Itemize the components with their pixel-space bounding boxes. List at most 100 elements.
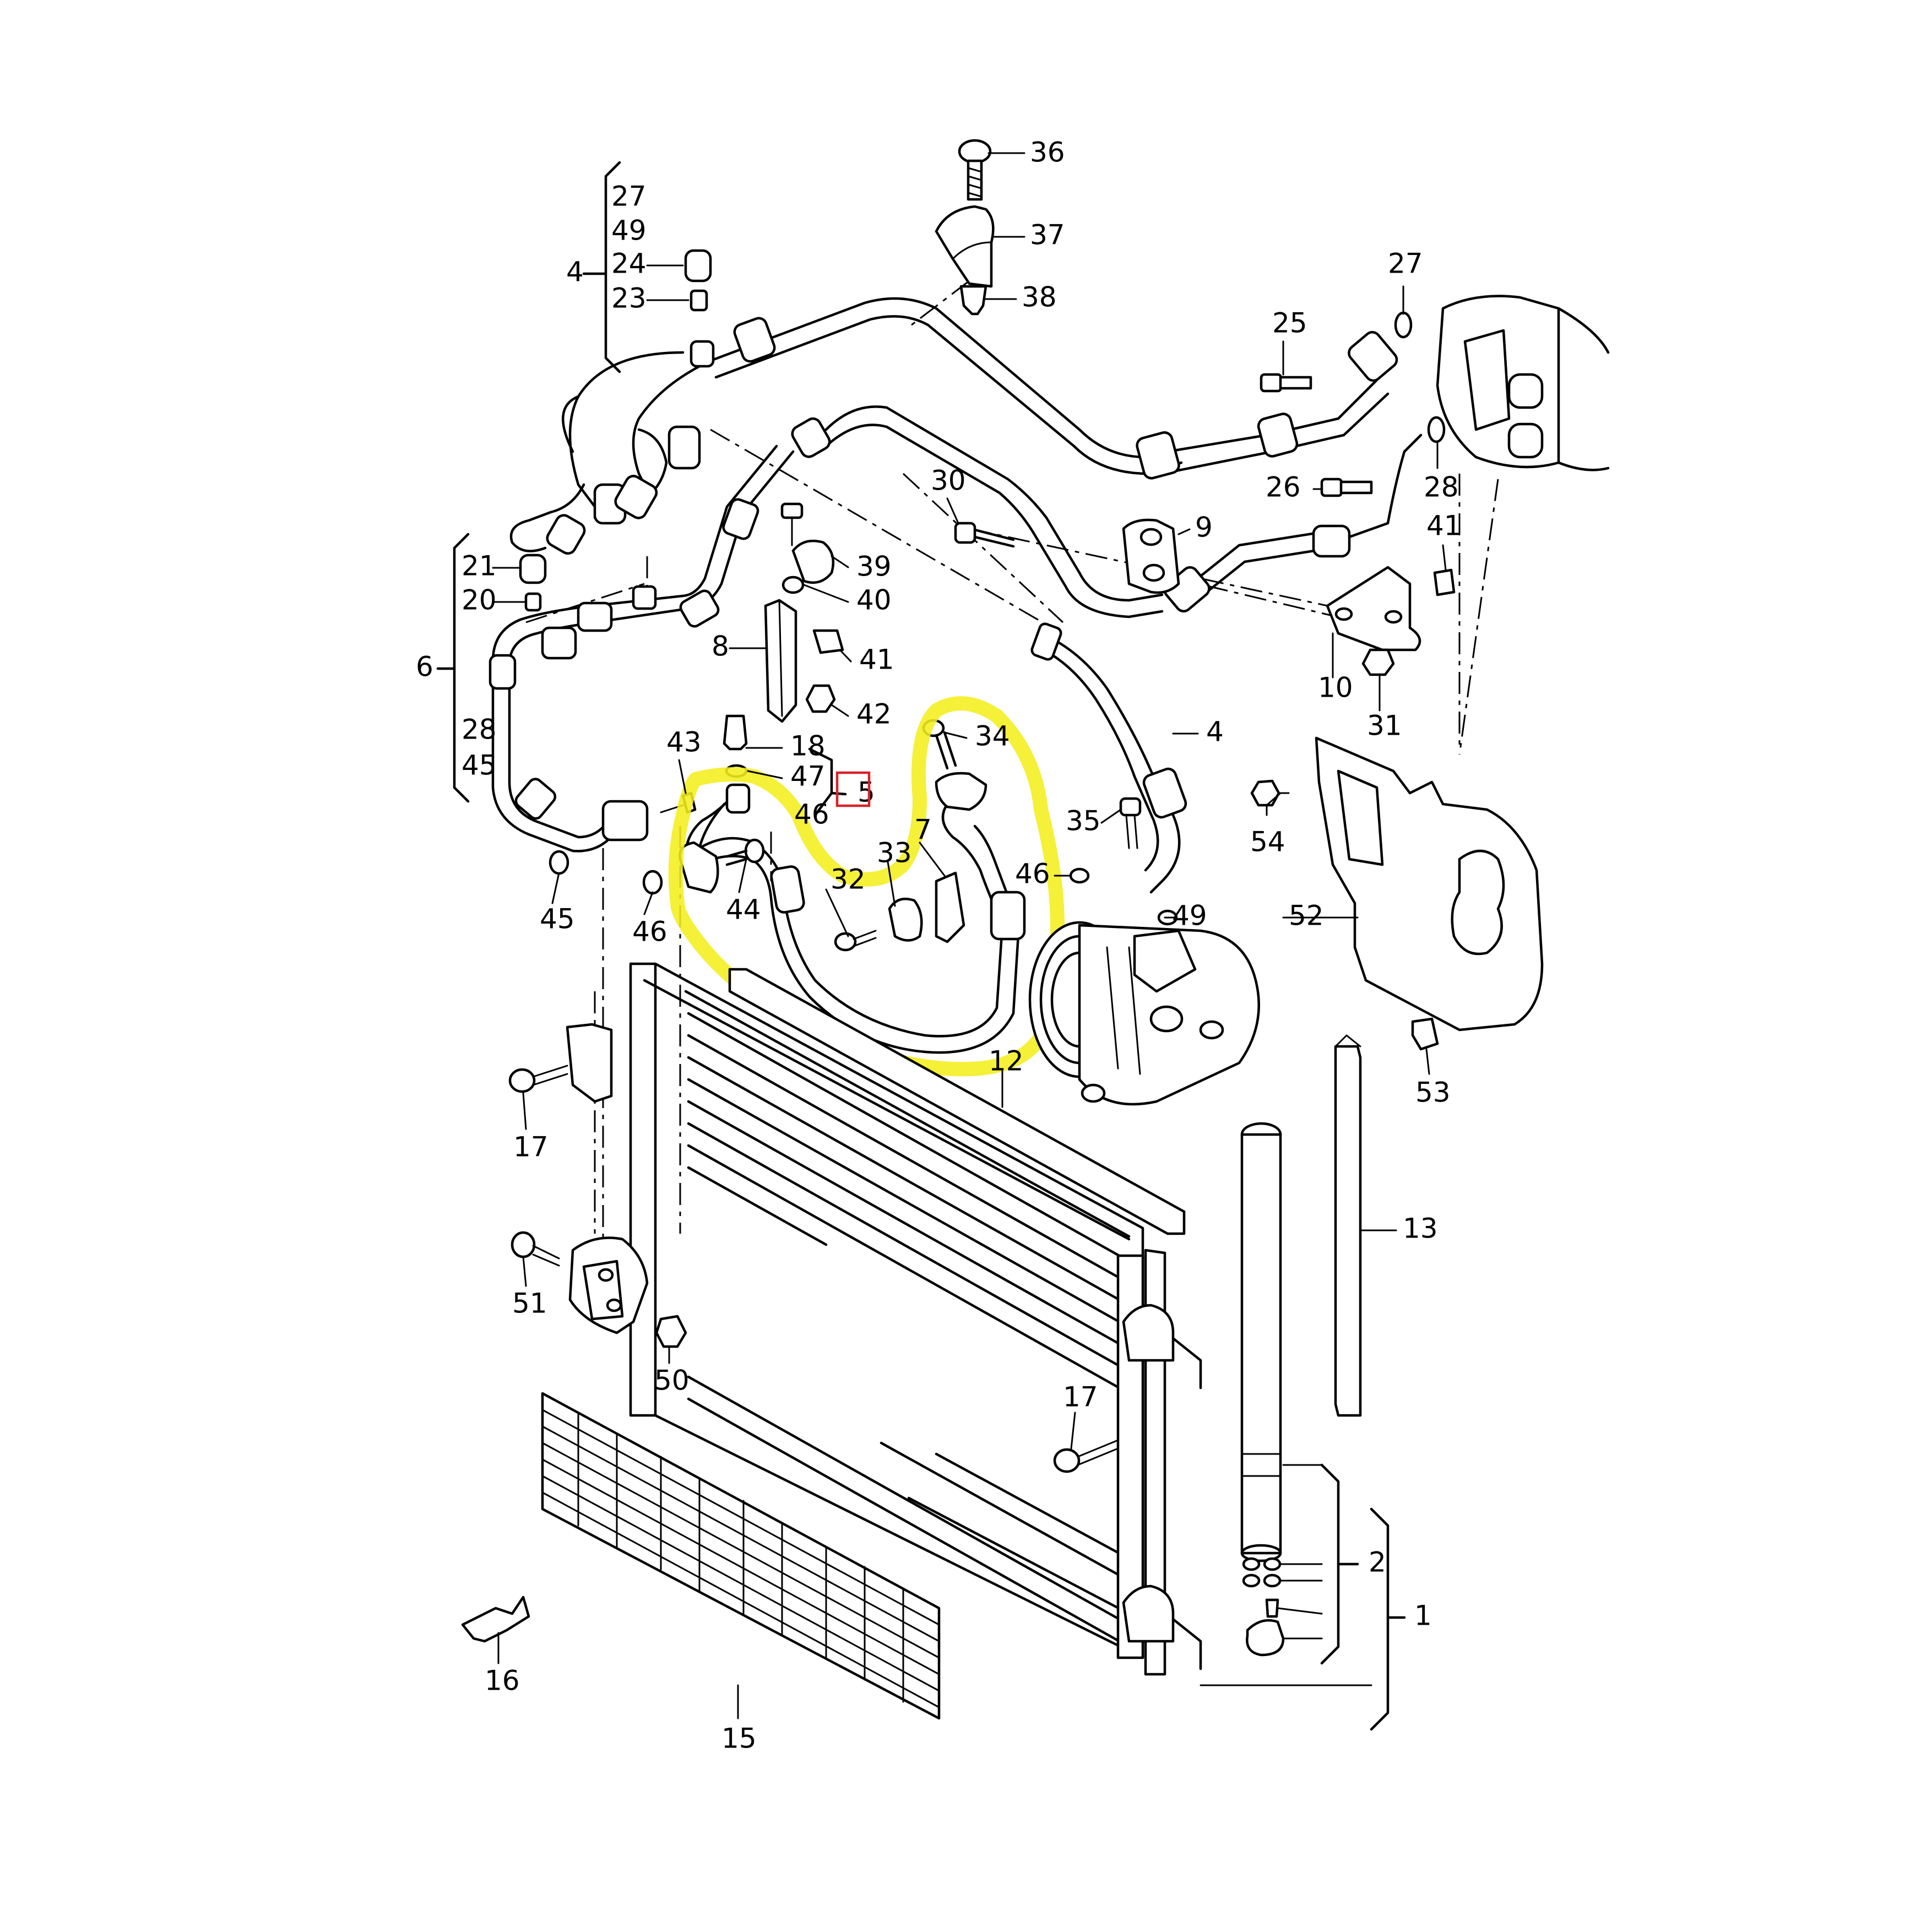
callout-label-36: 36 xyxy=(1030,137,1065,169)
strip-13 xyxy=(1334,1034,1362,1417)
callout-label-20: 20 xyxy=(462,584,497,616)
clip-53 xyxy=(1411,1017,1439,1051)
receiver-drier-1 xyxy=(1240,1122,1285,1657)
bolt-35 xyxy=(1119,797,1142,849)
hose-coupling xyxy=(541,626,577,660)
hose-coupling xyxy=(514,778,557,820)
callout-label-49a: 49 xyxy=(611,215,647,247)
callout-label-6: 6 xyxy=(416,651,433,683)
bolt-26 xyxy=(1320,477,1373,497)
callout-label-49b: 49 xyxy=(1172,900,1207,932)
bracket-9 xyxy=(1122,518,1180,594)
hose-coupling xyxy=(1142,767,1187,819)
callout-label-33: 33 xyxy=(877,837,912,869)
hose-coupling xyxy=(1030,622,1062,661)
hose-coupling xyxy=(667,425,701,470)
clip-41 xyxy=(1433,568,1456,596)
callout-label-54: 54 xyxy=(1250,826,1285,858)
refrigerant-line-4-lower xyxy=(1030,622,1187,894)
hose-coupling xyxy=(733,317,776,363)
compressor-12 xyxy=(1028,921,1260,1106)
nut-31 xyxy=(1361,648,1395,676)
callout-label-51: 51 xyxy=(512,1288,547,1320)
callout-label-13: 13 xyxy=(1403,1213,1438,1245)
hose-coupling xyxy=(489,654,517,690)
refrigerant-line-middle xyxy=(791,405,1423,618)
refrigerant-line-6 xyxy=(489,444,795,853)
callout-label-41a: 41 xyxy=(1426,510,1462,542)
callout-label-43: 43 xyxy=(666,726,702,758)
cap-24 xyxy=(684,249,712,283)
bracket-5-connector xyxy=(808,747,847,817)
brace-2 xyxy=(1320,1463,1359,1665)
connector-block xyxy=(601,800,649,842)
hose-coupling xyxy=(1136,431,1180,480)
callout-label-4b: 4 xyxy=(1206,716,1224,748)
valve-23 xyxy=(690,289,708,312)
callout-label-38: 38 xyxy=(1022,281,1057,313)
callout-label-31: 31 xyxy=(1367,710,1402,742)
hose-coupling xyxy=(679,589,720,628)
seal-27 xyxy=(1394,311,1413,339)
bolt-25 xyxy=(1260,373,1312,393)
callout-label-40: 40 xyxy=(856,584,892,616)
callout-box-5 xyxy=(835,771,871,807)
fitting-23 xyxy=(690,340,715,368)
seal-45 xyxy=(549,850,569,875)
valve-port xyxy=(1507,373,1544,409)
callout-label-18: 18 xyxy=(790,730,826,762)
seal xyxy=(1242,1557,1261,1571)
callout-label-12: 12 xyxy=(989,1045,1024,1077)
hose-coupling xyxy=(722,498,759,540)
clip-38 xyxy=(959,285,987,316)
callout-label-27b: 27 xyxy=(1388,248,1423,280)
callout-label-42: 42 xyxy=(856,698,892,730)
nut-42 xyxy=(805,684,836,713)
hose-coupling xyxy=(1257,413,1299,458)
callout-label-47: 47 xyxy=(790,761,826,793)
hose-coupling xyxy=(1348,330,1398,382)
brace-6 xyxy=(436,533,470,803)
hose-coupling xyxy=(1312,524,1351,558)
bolt-32-shaft xyxy=(853,930,877,947)
callout-label-9: 9 xyxy=(1195,512,1213,544)
callout-label-30: 30 xyxy=(931,465,966,497)
callout-label-4a: 4 xyxy=(566,256,584,288)
callout-label-41b: 41 xyxy=(859,644,894,676)
bolt-44 xyxy=(744,838,765,864)
grille-15 xyxy=(541,1392,941,1720)
callout-label-8: 8 xyxy=(712,631,729,663)
callout-label-32: 32 xyxy=(831,864,866,896)
callout-label-35: 35 xyxy=(1066,805,1101,837)
callout-label-27a: 27 xyxy=(611,181,647,213)
seal xyxy=(1242,1573,1261,1588)
cap-50 xyxy=(655,1315,687,1348)
callout-label-46c: 46 xyxy=(632,916,667,948)
valve-port xyxy=(1507,422,1544,459)
bolt-17-right xyxy=(1053,1439,1119,1473)
refrigerant-line-4 xyxy=(709,297,1398,480)
hose-coupling xyxy=(791,417,831,458)
bracket-8 xyxy=(764,599,797,723)
callout-label-46a: 46 xyxy=(794,799,829,831)
callout-label-44: 44 xyxy=(726,894,761,926)
bolt-32 xyxy=(834,932,857,952)
bolt-30 xyxy=(954,522,1015,548)
callout-label-26: 26 xyxy=(1266,471,1301,503)
clip-16 xyxy=(461,1595,530,1643)
hose-coupling xyxy=(990,891,1026,941)
bolt-17-left xyxy=(508,1065,568,1093)
callout-label-45b: 45 xyxy=(540,903,575,935)
hose-coupling xyxy=(577,601,613,632)
plug-bolt xyxy=(1265,1598,1279,1618)
bolt-36 xyxy=(958,139,992,201)
callout-label-46b: 46 xyxy=(1015,858,1050,890)
callout-label-28b: 28 xyxy=(462,714,497,746)
bolt-44-shaft xyxy=(725,849,748,866)
callout-label-5: 5 xyxy=(858,777,875,808)
bolt-51 xyxy=(511,1231,560,1267)
fitting-46 xyxy=(725,783,751,814)
callout-label-53: 53 xyxy=(1415,1077,1451,1109)
